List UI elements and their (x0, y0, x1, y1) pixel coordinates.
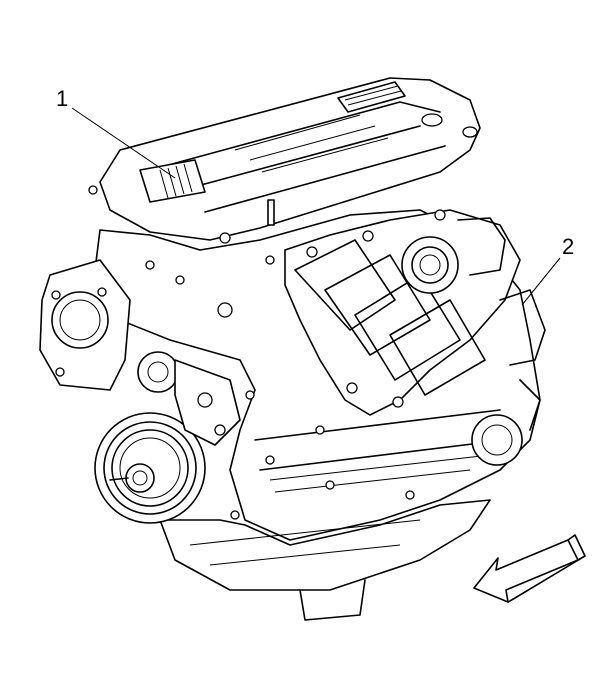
label-plate (139, 159, 206, 203)
direction-arrow-icon (473, 534, 586, 603)
callout-label-1: 1 (56, 86, 69, 111)
callout-label-2: 2 (562, 234, 575, 259)
block-bolts (88, 185, 415, 520)
belt-tensioner (137, 351, 241, 446)
block-rear-side (471, 289, 546, 466)
oil-pan (159, 499, 491, 621)
timing-cover (39, 259, 131, 391)
leader-line-1 (71, 107, 176, 179)
leader-line-2 (521, 257, 561, 306)
cam-cover (99, 77, 481, 241)
intake-manifold (284, 209, 521, 416)
crankshaft-pulley (94, 412, 206, 524)
